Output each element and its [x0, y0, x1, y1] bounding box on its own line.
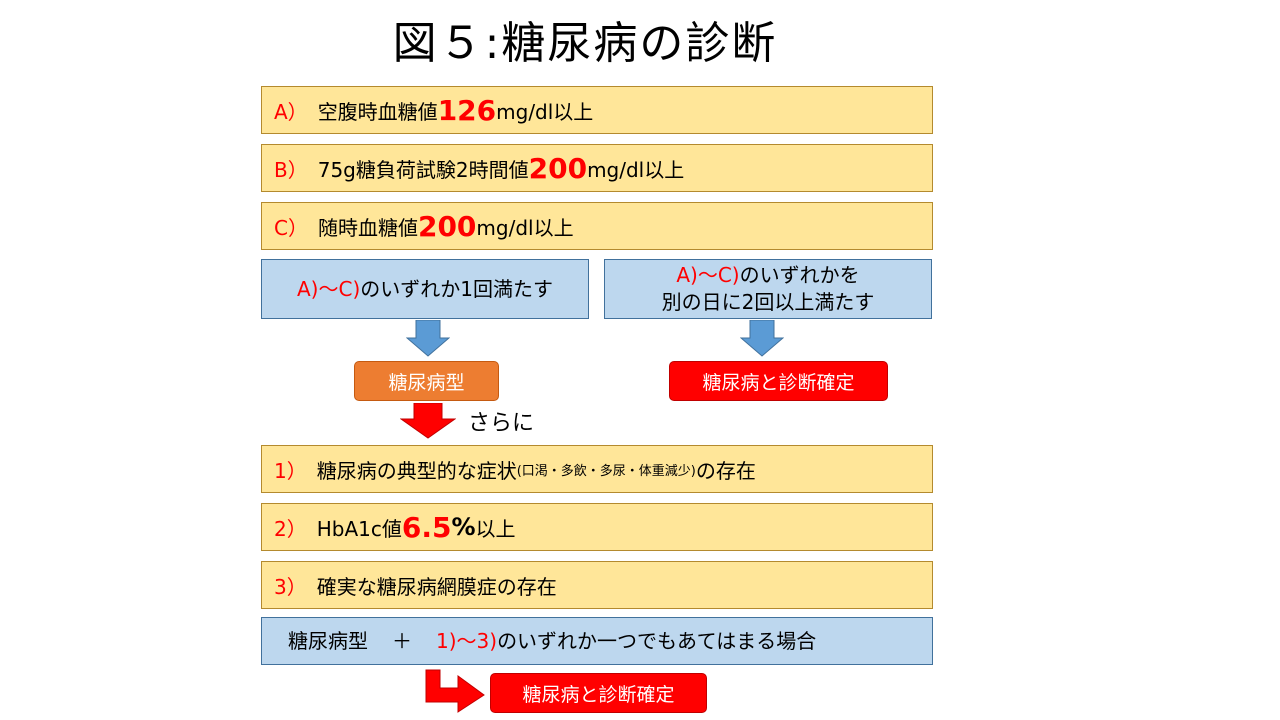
condition-3-text: 確実な糖尿病網膜症の存在: [316, 574, 557, 599]
down-arrow-icon: [400, 403, 456, 439]
condition-2: 2） HbA1c値 6.5 % 以上: [261, 503, 933, 551]
criterion-b-unit: mg/dl以上: [587, 157, 685, 182]
combined-plus: ＋: [392, 628, 412, 653]
condition-2-label: 2）: [274, 516, 307, 541]
condition-2-percent: %: [451, 513, 476, 541]
criterion-c-label: C）: [274, 215, 308, 240]
branch-left-box: A)～C)のいずれか1回満たす: [261, 259, 589, 319]
criterion-a: A） 空腹時血糖値 126 mg/dl以上: [261, 86, 933, 134]
combined-text: のいずれか一つでもあてはまる場合: [497, 628, 817, 653]
criterion-a-value: 126: [437, 93, 497, 127]
page-title: 図５:糖尿病の診断: [392, 18, 778, 69]
criterion-a-unit: mg/dl以上: [496, 99, 594, 124]
condition-3-label: 3）: [274, 574, 307, 599]
condition-2-value: 6.5: [401, 510, 452, 544]
badge-diabetic-type: 糖尿病型: [354, 361, 499, 401]
badge-diagnosis-confirmed: 糖尿病と診断確定: [669, 361, 888, 401]
condition-1: 1） 糖尿病の典型的な症状 (口渇・多飲・多尿・体重減少) の存在: [261, 445, 933, 493]
bent-arrow-icon: [425, 669, 485, 713]
branch-left-ref: A)～C): [297, 276, 361, 301]
criterion-c-value: 200: [417, 209, 477, 243]
branch-right-box: A)～C)のいずれかを 別の日に2回以上満たす: [604, 259, 932, 319]
criterion-b: B） 75g糖負荷試験2時間値 200 mg/dl以上: [261, 144, 933, 192]
combined-condition-box: 糖尿病型 ＋ 1)～3)のいずれか一つでもあてはまる場合: [261, 617, 933, 665]
criterion-b-label: B）: [274, 157, 308, 182]
condition-1-note: (口渇・多飲・多尿・体重減少): [516, 463, 696, 479]
criterion-a-text: 空腹時血糖値: [317, 99, 438, 124]
condition-2-text: HbA1c値: [316, 516, 402, 541]
combined-ref: 1)～3): [436, 628, 498, 653]
criterion-b-text: 75g糖負荷試験2時間値: [317, 157, 529, 182]
condition-3: 3） 確実な糖尿病網膜症の存在: [261, 561, 933, 609]
down-arrow-icon: [740, 320, 784, 357]
condition-2-tail: 以上: [475, 516, 516, 541]
condition-1-label: 1）: [274, 458, 307, 483]
down-arrow-icon: [406, 320, 450, 357]
branch-left-text: のいずれか1回満たす: [360, 276, 553, 301]
final-diagnosis-badge: 糖尿病と診断確定: [490, 673, 707, 713]
condition-1-tail: の存在: [695, 458, 756, 483]
branch-right-line2: 別の日に2回以上満たす: [661, 290, 875, 314]
condition-1-text: 糖尿病の典型的な症状: [316, 458, 517, 483]
criterion-c-text: 随時血糖値: [317, 215, 418, 240]
branch-right-ref: A)～C): [676, 263, 740, 287]
criterion-c: C） 随時血糖値 200 mg/dl以上: [261, 202, 933, 250]
combined-type: 糖尿病型: [288, 628, 368, 653]
criterion-a-label: A）: [274, 99, 308, 124]
branch-right-line1: のいずれかを: [739, 263, 860, 287]
criterion-c-unit: mg/dl以上: [476, 215, 574, 240]
further-label: さらに: [468, 411, 535, 436]
criterion-b-value: 200: [528, 151, 588, 185]
